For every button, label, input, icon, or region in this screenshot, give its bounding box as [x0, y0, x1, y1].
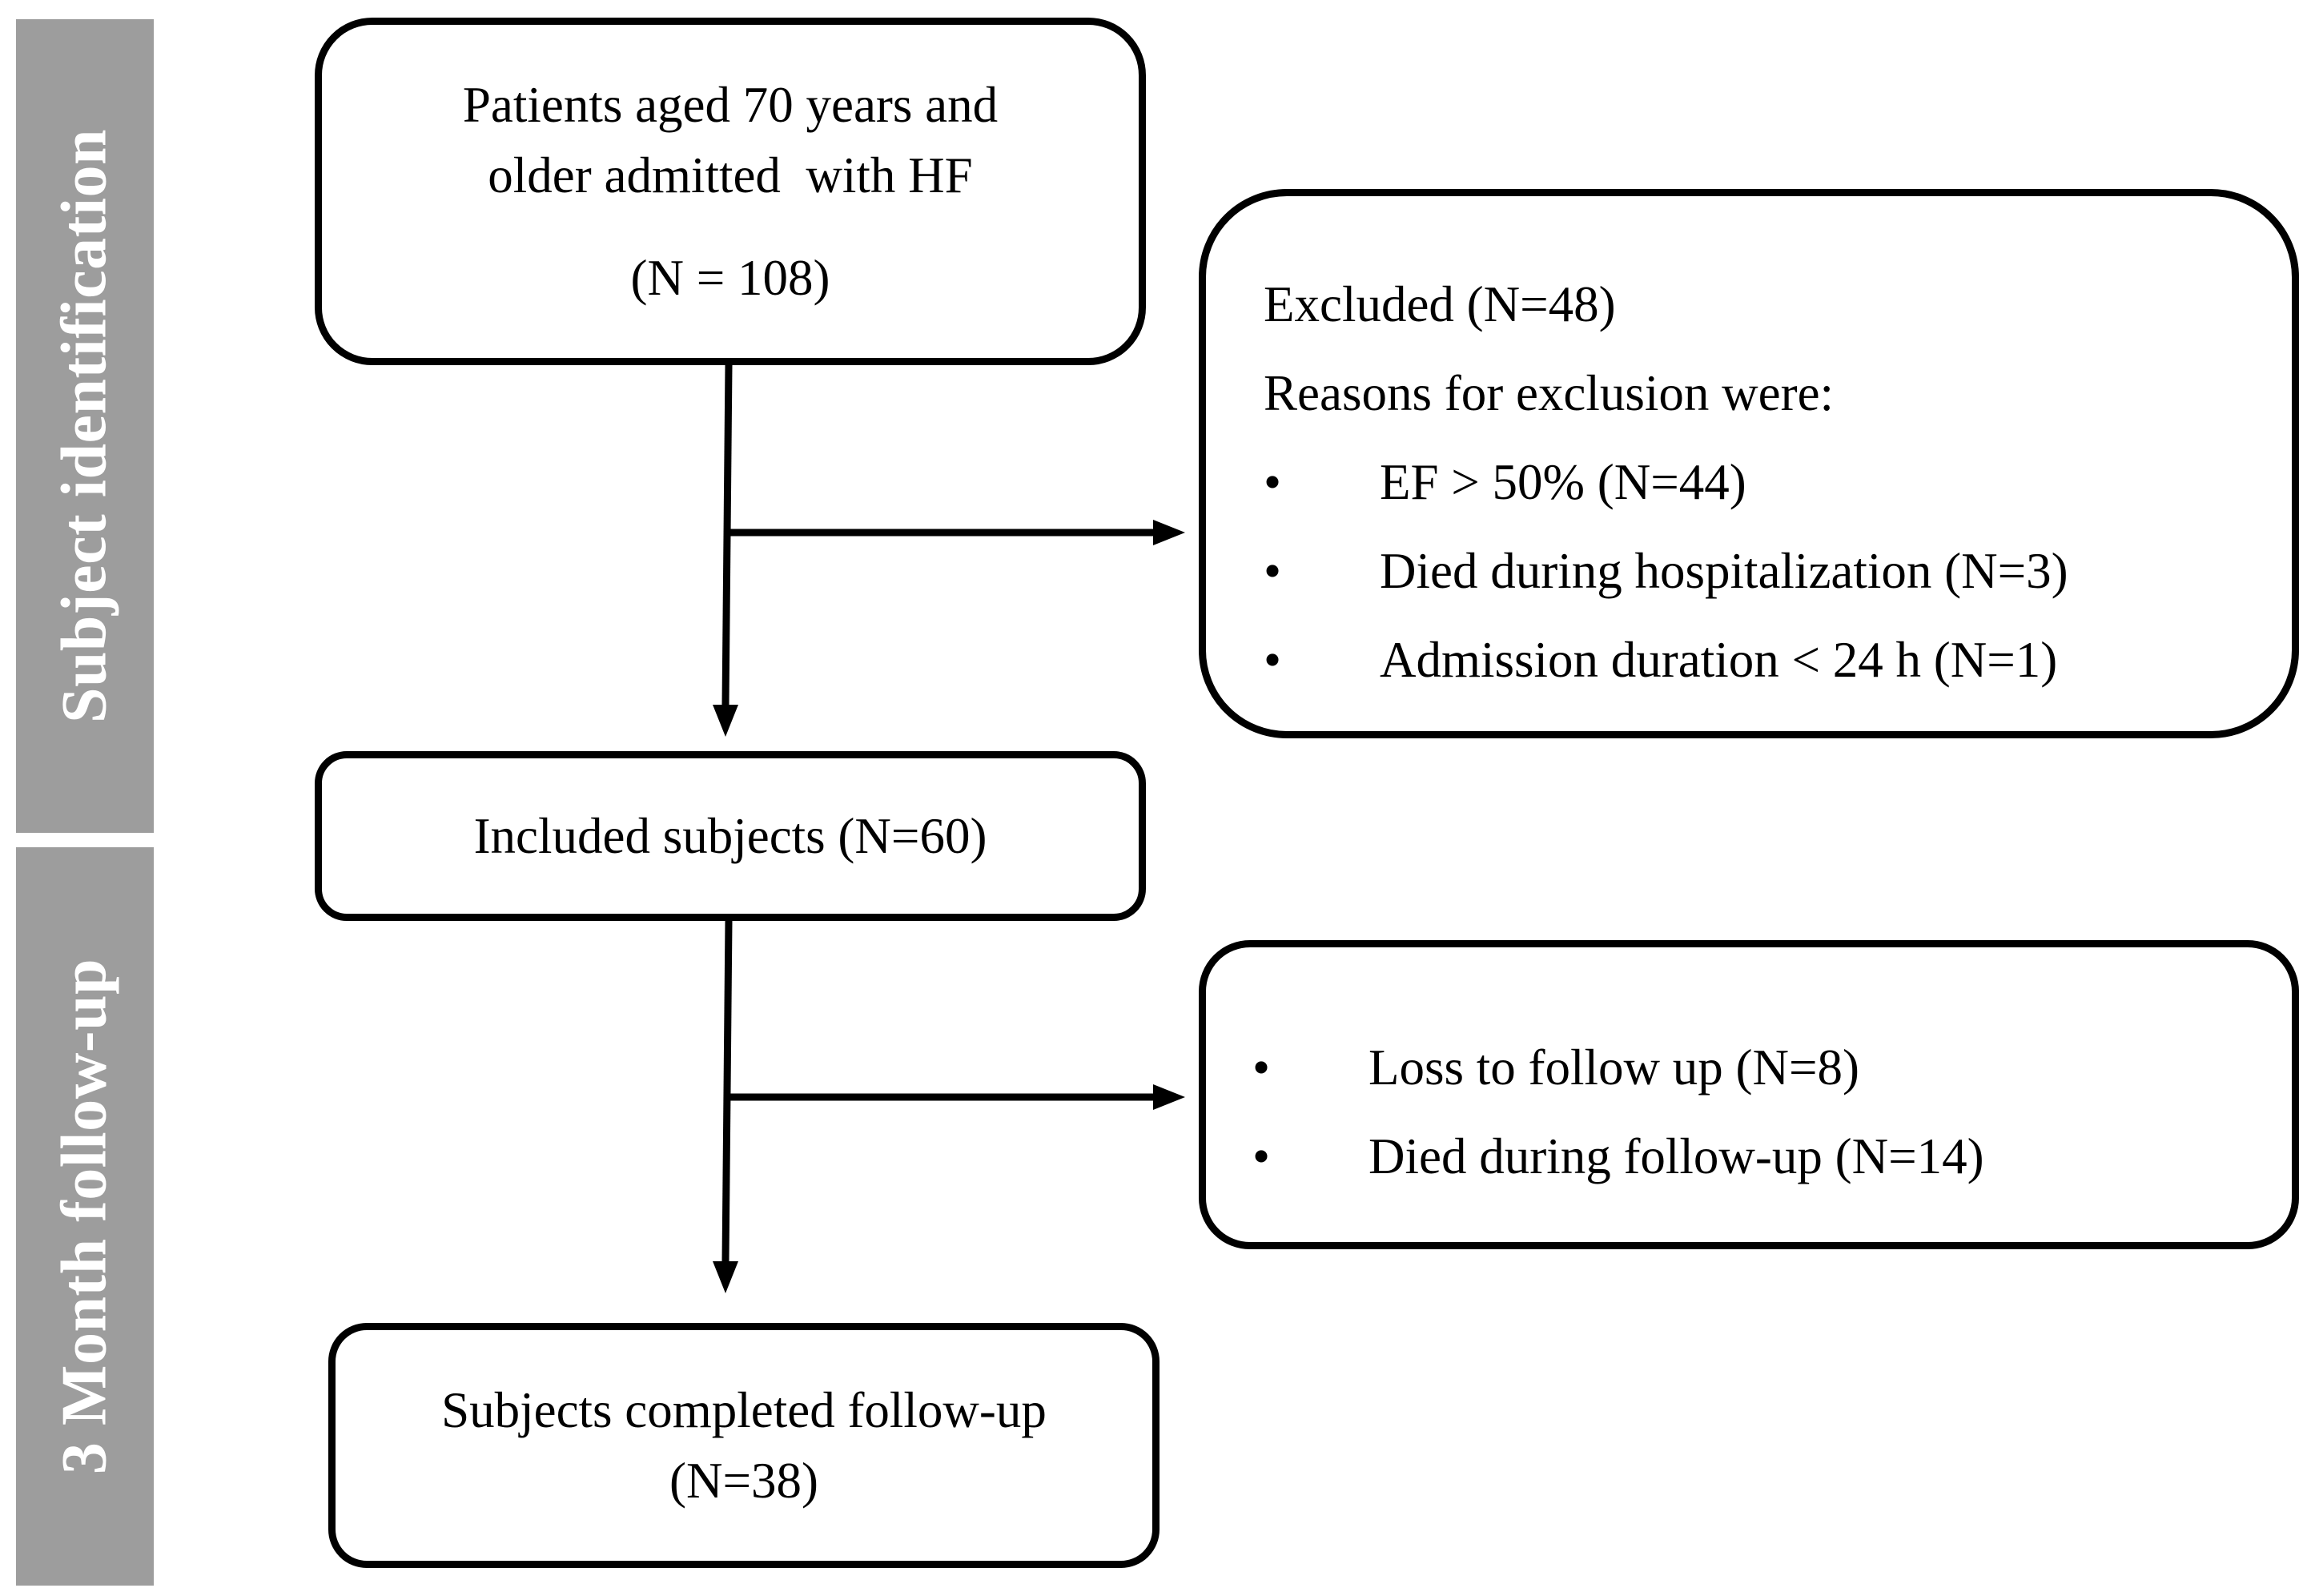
- excluded-item: • Admission duration < 24 h (N=1): [1264, 616, 2292, 705]
- followup-loss-item: • Died during follow-up (N=14): [1252, 1112, 2292, 1201]
- arrowhead-excluded: [1153, 520, 1185, 545]
- followup-loss-item: • Loss to follow up (N=8): [1252, 1023, 2292, 1112]
- bullet-icon: •: [1252, 1128, 1271, 1184]
- excluded-item: • EF > 50% (N=44): [1264, 438, 2292, 527]
- followup-loss-item-text: Died during follow-up (N=14): [1369, 1128, 1984, 1184]
- arrow-included-to-completed: [721, 920, 733, 1262]
- excluded-box: Excluded (N=48) Reasons for exclusion we…: [1199, 189, 2299, 738]
- excluded-item: • Died during hospitalization (N=3): [1264, 527, 2292, 616]
- arrow-patients-to-included: [721, 364, 733, 706]
- patients-line-2: older admitted with HF: [488, 147, 973, 203]
- patients-box: Patients aged 70 years and older admitte…: [315, 18, 1146, 365]
- patients-line-1: Patients aged 70 years and: [462, 76, 999, 133]
- excluded-subtitle: Reasons for exclusion were:: [1264, 365, 1835, 421]
- completed-box: Subjects completed follow-up (N=38): [328, 1323, 1160, 1568]
- excluded-title: Excluded (N=48): [1264, 276, 1616, 332]
- bullet-icon: •: [1264, 632, 1282, 688]
- included-label: Included subjects (N=60): [473, 807, 987, 864]
- arrowhead-included: [713, 705, 738, 737]
- bullet-icon: •: [1264, 543, 1282, 599]
- completed-line-1: Subjects completed follow-up: [441, 1381, 1047, 1438]
- arrowhead-followup-loss: [1153, 1084, 1185, 1110]
- phase-bar-identification: Subject identification: [16, 19, 154, 833]
- patients-count: (N = 108): [630, 250, 830, 307]
- arrowhead-completed: [713, 1261, 738, 1293]
- phase-bar-followup: 3 Month follow-up: [16, 847, 154, 1586]
- included-box: Included subjects (N=60): [315, 751, 1146, 921]
- bullet-icon: •: [1252, 1039, 1271, 1095]
- completed-count: (N=38): [669, 1453, 818, 1509]
- excluded-item-text: Died during hospitalization (N=3): [1380, 543, 2068, 599]
- followup-loss-box: • Loss to follow up (N=8) • Died during …: [1199, 940, 2299, 1249]
- followup-loss-item-text: Loss to follow up (N=8): [1369, 1039, 1859, 1095]
- excluded-item-text: EF > 50% (N=44): [1380, 454, 1746, 510]
- excluded-item-text: Admission duration < 24 h (N=1): [1380, 632, 2058, 688]
- bullet-icon: •: [1264, 454, 1282, 510]
